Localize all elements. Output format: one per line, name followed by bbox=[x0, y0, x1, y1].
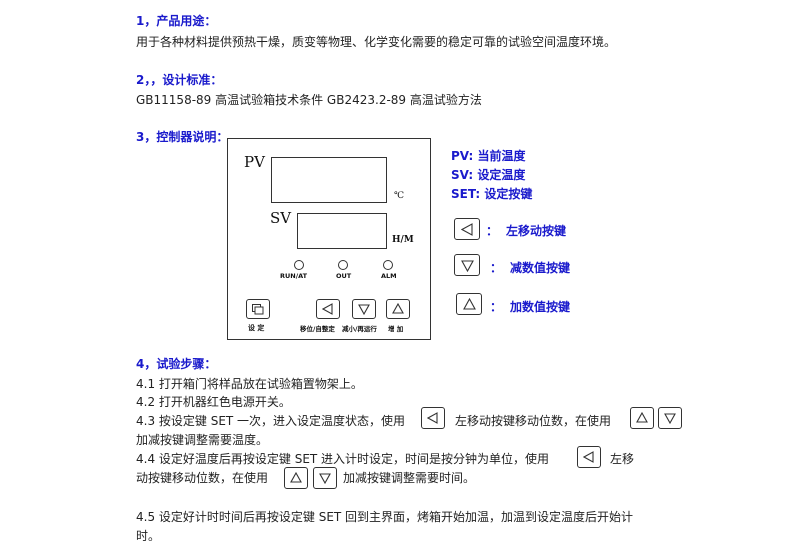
inline-left-key bbox=[577, 446, 601, 468]
triangle-down-icon bbox=[664, 413, 676, 424]
pv-display bbox=[271, 157, 387, 203]
down-button-caption: 减小/再运行 bbox=[342, 325, 377, 333]
legend-up-label: 加数值按键 bbox=[510, 300, 571, 314]
sv-label: SV bbox=[270, 209, 292, 227]
sv-display bbox=[297, 213, 387, 249]
led-run bbox=[294, 260, 304, 270]
led-out-label: OUT bbox=[336, 272, 352, 280]
triangle-up-icon bbox=[462, 297, 476, 310]
triangle-down-icon bbox=[358, 304, 370, 315]
section-1-heading: 1，产品用途： bbox=[136, 14, 217, 28]
section-4-heading: 4，试验步骤： bbox=[136, 357, 217, 371]
set-icon bbox=[252, 303, 264, 314]
legend-set: SET: 设定按键 bbox=[451, 187, 533, 201]
step-4-1: 4.1 打开箱门将样品放在试验箱置物架上。 bbox=[136, 377, 363, 391]
set-button[interactable] bbox=[246, 299, 270, 319]
legend-colon: ： bbox=[486, 224, 499, 238]
triangle-left-icon bbox=[322, 303, 333, 315]
set-button-caption: 设 定 bbox=[248, 324, 265, 332]
inline-up-key bbox=[284, 467, 308, 489]
unit-celsius: ℃ bbox=[394, 191, 405, 201]
legend-down-label: 减数值按键 bbox=[510, 261, 571, 275]
triangle-left-icon bbox=[460, 222, 473, 236]
triangle-up-icon bbox=[636, 412, 648, 423]
led-run-label: RUN/AT bbox=[280, 272, 308, 280]
section-2-text: GB11158-89 高温试验箱技术条件 GB2423.2-89 高温试验方法 bbox=[136, 93, 482, 107]
inline-down-key bbox=[313, 467, 337, 489]
legend-colon: ： bbox=[490, 261, 503, 275]
left-button-caption: 移位/自整定 bbox=[300, 325, 335, 333]
triangle-down-icon bbox=[319, 473, 331, 484]
unit-hm: H/M bbox=[392, 235, 414, 245]
step-4-4-part-b: 左移 bbox=[610, 452, 635, 466]
step-4-4-part-a: 4.4 设定好温度后再按设定键 SET 进入计时设定，时间是按分钟为单位，使用 bbox=[136, 452, 550, 466]
led-alm bbox=[383, 260, 393, 270]
led-alm-label: ALM bbox=[381, 272, 397, 280]
legend-sv: SV: 设定温度 bbox=[451, 168, 526, 182]
step-4-4-part-c: 动按键移动位数，在使用 bbox=[136, 471, 269, 485]
section-3-heading: 3，控制器说明： bbox=[136, 130, 229, 144]
legend-left-label: 左移动按键 bbox=[506, 224, 567, 238]
inline-down-key bbox=[658, 407, 682, 429]
triangle-down-icon bbox=[460, 259, 474, 272]
step-4-2: 4.2 打开机器红色电源开关。 bbox=[136, 395, 291, 409]
down-button[interactable] bbox=[352, 299, 376, 319]
legend-left-key bbox=[454, 218, 480, 240]
up-button-caption: 增 加 bbox=[388, 325, 404, 333]
inline-up-key bbox=[630, 407, 654, 429]
step-4-3-part-b: 左移动按键移动位数，在使用 bbox=[455, 414, 612, 428]
step-4-5-part-b: 时。 bbox=[136, 529, 161, 543]
controller-panel: PV ℃ SV H/M RUN/AT OUT ALM 设 定 移位/自整定 减小… bbox=[227, 138, 431, 340]
step-4-3-part-a: 4.3 按设定键 SET 一次，进入设定温度状态，使用 bbox=[136, 414, 406, 428]
triangle-left-icon bbox=[583, 451, 594, 463]
triangle-up-icon bbox=[290, 472, 302, 483]
legend-colon: ： bbox=[490, 300, 503, 314]
step-4-4-part-d: 加减按键调整需要时间。 bbox=[343, 471, 476, 485]
section-2-heading: 2，，设计标准： bbox=[136, 73, 223, 87]
legend-down-key bbox=[454, 254, 480, 276]
legend-up-key bbox=[456, 293, 482, 315]
section-1-text: 用于各种材料提供预热干燥，质变等物理、化学变化需要的稳定可靠的试验空间温度环境。 bbox=[136, 35, 617, 49]
legend-pv: PV: 当前温度 bbox=[451, 149, 526, 163]
triangle-up-icon bbox=[392, 303, 404, 314]
pv-label: PV bbox=[244, 153, 265, 171]
up-button[interactable] bbox=[386, 299, 410, 319]
led-out bbox=[338, 260, 348, 270]
step-4-3-part-c: 加减按键调整需要温度。 bbox=[136, 433, 269, 447]
left-shift-button[interactable] bbox=[316, 299, 340, 319]
inline-left-key bbox=[421, 407, 445, 429]
triangle-left-icon bbox=[427, 412, 438, 424]
step-4-5-part-a: 4.5 设定好计时时间后再按设定键 SET 回到主界面，烤箱开始加温，加温到设定… bbox=[136, 510, 634, 524]
